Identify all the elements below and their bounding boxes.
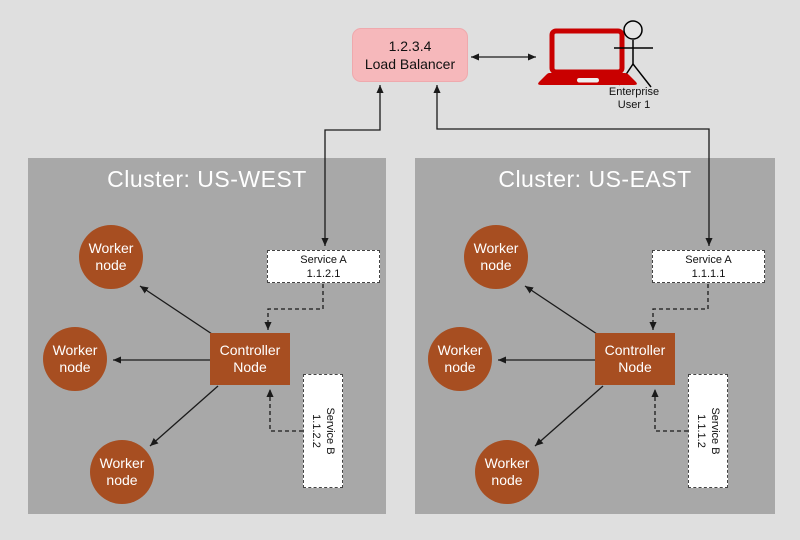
- service-name: Service A: [300, 253, 347, 266]
- service-name: Service B: [709, 407, 721, 455]
- worker-label: Worker: [484, 455, 530, 471]
- arrow-controller-worker1-west: [139, 285, 213, 335]
- load-balancer-label: Load Balancer: [364, 56, 456, 72]
- worker-node-west-1: Worker node: [79, 225, 143, 289]
- controller-label: Node: [233, 359, 267, 375]
- enterprise-user-label-line2: User 1: [617, 99, 651, 111]
- service-a-west: Service A 1.1.2.1: [267, 250, 380, 283]
- worker-node-west-3: Worker node: [90, 440, 154, 504]
- worker-node-west-2: Worker node: [43, 327, 107, 391]
- worker-node-east-1: Worker node: [464, 225, 528, 289]
- worker-label: Worker: [99, 455, 145, 471]
- worker-node-east-3: Worker node: [475, 440, 539, 504]
- service-ip: 1.1.1.2: [695, 414, 707, 448]
- enterprise-user-label-line1: Enterprise: [608, 86, 660, 98]
- controller-label: Node: [618, 359, 652, 375]
- laptop-base: [538, 73, 637, 85]
- dashed-serviceb-controller-west: [266, 389, 303, 432]
- worker-label: Worker: [52, 342, 98, 358]
- controller-label: Controller: [219, 342, 281, 358]
- service-b-east: Service B 1.1.1.2: [688, 374, 728, 488]
- worker-label: node: [95, 257, 127, 273]
- service-ip: 1.1.2.1: [306, 267, 341, 280]
- arrow-controller-worker3-east: [534, 385, 604, 447]
- worker-label: Worker: [473, 240, 519, 256]
- controller-node-east: Controller Node: [595, 333, 675, 385]
- laptop-icon: [549, 28, 625, 75]
- service-name: Service B: [324, 407, 336, 455]
- worker-node-east-2: Worker node: [428, 327, 492, 391]
- worker-label: node: [106, 472, 138, 488]
- worker-label: Worker: [437, 342, 483, 358]
- dashed-servicea-controller-east: [649, 284, 709, 330]
- service-ip: 1.1.2.2: [310, 414, 322, 448]
- worker-label: node: [444, 359, 476, 375]
- dashed-serviceb-controller-east: [651, 389, 688, 432]
- service-name: Service A: [685, 253, 732, 266]
- arrow-lb-servicea-east: [433, 85, 713, 246]
- arrow-lb-servicea-west: [321, 85, 384, 246]
- load-balancer-ip: 1.2.3.4: [388, 38, 432, 54]
- worker-label: node: [480, 257, 512, 273]
- service-ip: 1.1.1.1: [691, 267, 726, 280]
- service-a-east: Service A 1.1.1.1: [652, 250, 765, 283]
- controller-node-west: Controller Node: [210, 333, 290, 385]
- service-b-west: Service B 1.1.2.2: [303, 374, 343, 488]
- worker-label: Worker: [88, 240, 134, 256]
- arrow-controller-worker1-east: [524, 285, 598, 335]
- enterprise-user-label: Enterprise User 1: [596, 86, 672, 112]
- cluster-title-us-west: Cluster: US-WEST: [107, 166, 307, 192]
- worker-label: node: [491, 472, 523, 488]
- worker-label: node: [59, 359, 91, 375]
- load-balancer-node: 1.2.3.4 Load Balancer: [352, 28, 468, 82]
- enterprise-user-icon: [614, 20, 653, 88]
- dashed-servicea-controller-west: [264, 284, 324, 330]
- controller-label: Controller: [604, 342, 666, 358]
- arrow-controller-worker3-west: [149, 385, 219, 447]
